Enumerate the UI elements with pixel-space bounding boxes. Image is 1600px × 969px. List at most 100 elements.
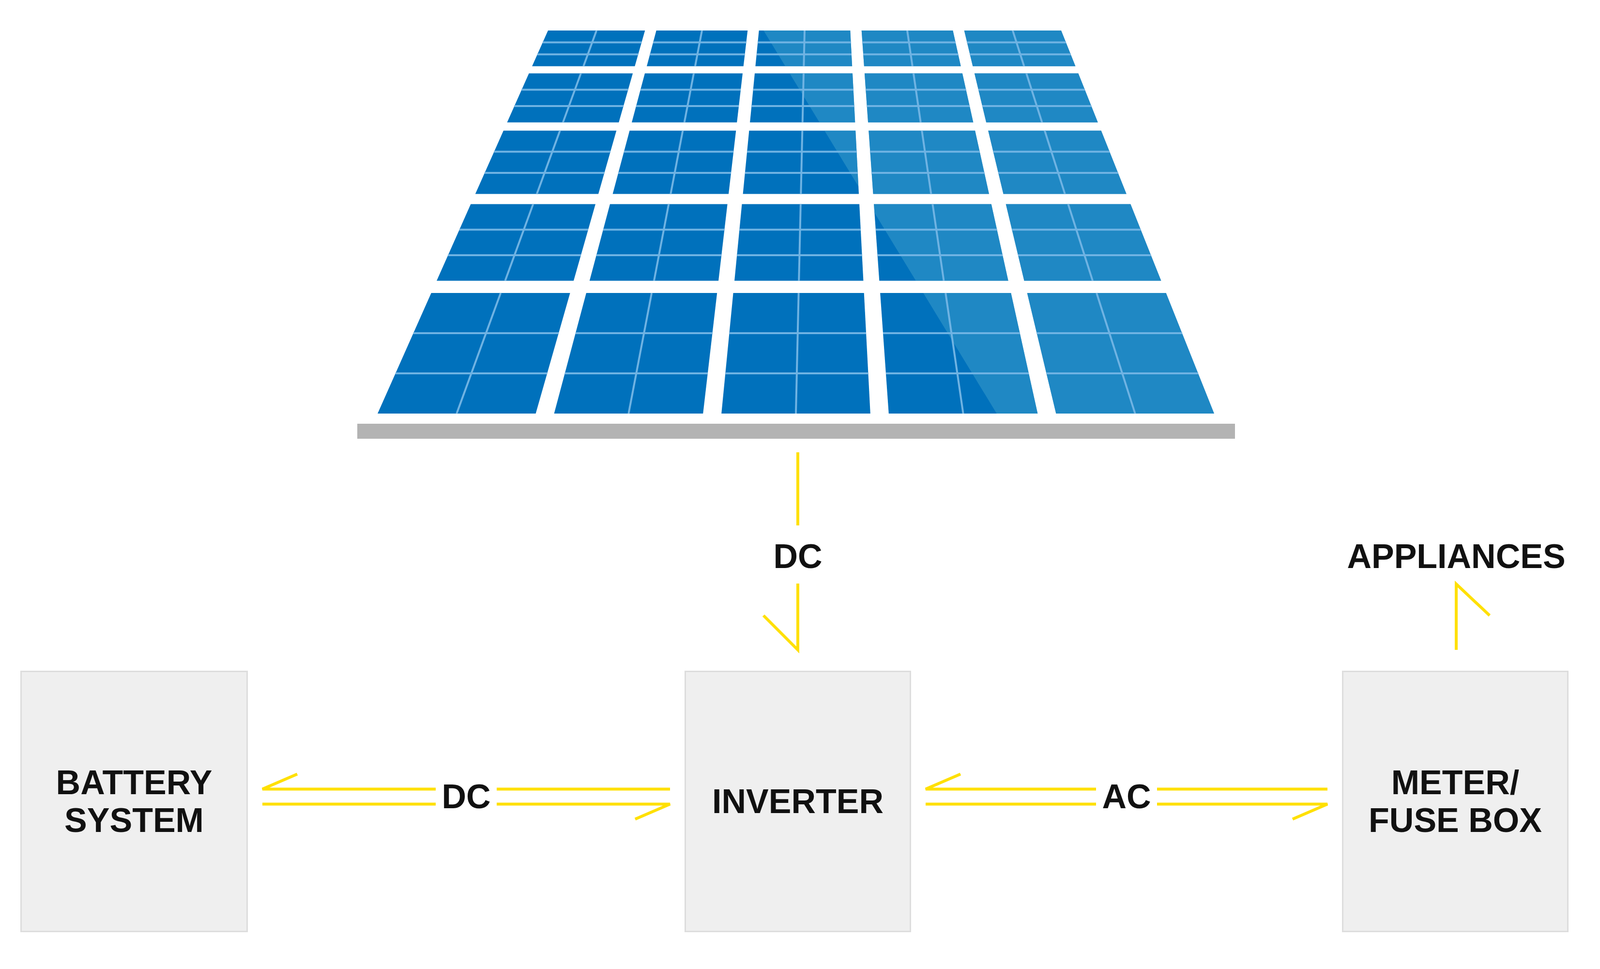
cell-gridline (757, 41, 851, 44)
flow-connector (925, 774, 1328, 820)
cell-gridline (800, 130, 803, 195)
solar-cell (554, 292, 718, 414)
cell-gridline (798, 204, 801, 281)
cell-gridline (583, 30, 597, 67)
cell-gridline (1067, 204, 1093, 281)
cell-gridline (998, 171, 1118, 174)
cell-gridline (1044, 130, 1066, 195)
cell-gridline (993, 150, 1110, 153)
cell-gridline (751, 105, 854, 107)
cell-gridline (650, 53, 746, 56)
panel-frame (357, 423, 1235, 439)
cell-gridline (1046, 372, 1199, 375)
meter-box: METER/ FUSE BOX (1341, 670, 1569, 932)
cell-gridline (802, 73, 804, 123)
cell-gridline (745, 171, 858, 174)
cell-gridline (514, 105, 624, 107)
solar-cell (532, 30, 645, 67)
box-label: INVERTER (712, 782, 884, 821)
cell-gridline (885, 372, 1029, 375)
solar-cell (734, 204, 864, 281)
cell-gridline (653, 41, 747, 44)
cell-gridline (982, 105, 1092, 107)
cell-gridline (447, 254, 581, 257)
flow-connector (262, 774, 671, 820)
cell-gridline (1018, 254, 1151, 257)
cell-gridline (640, 88, 741, 91)
cell-gridline (1026, 73, 1042, 123)
cell-gridline (536, 130, 561, 195)
cell-gridline (1011, 228, 1141, 231)
cell-gridline (413, 332, 559, 335)
cell-gridline (684, 73, 694, 123)
cell-gridline (921, 130, 931, 195)
cell-gridline (867, 105, 970, 107)
box-label: METER/ FUSE BOX (1358, 763, 1553, 840)
box-label: BATTERY SYSTEM (37, 763, 231, 840)
solar-cell (612, 130, 737, 195)
dc-arrow (763, 583, 798, 650)
cell-gridline (969, 53, 1071, 56)
solar-cell (589, 204, 728, 281)
cell-gridline (1012, 30, 1025, 67)
cell-gridline (877, 254, 1003, 257)
dc-wire (796, 452, 800, 526)
cell-gridline (575, 332, 713, 335)
panel-glare (763, 30, 1215, 414)
cell-gridline (869, 150, 980, 153)
solar-panel (377, 30, 1215, 414)
solar-cell (507, 73, 634, 123)
cell-gridline (753, 88, 854, 91)
cell-gridline (504, 204, 534, 281)
inverter-box: INVERTER (684, 670, 912, 932)
cell-gridline (978, 88, 1085, 91)
solar-cell (475, 130, 617, 195)
cell-gridline (945, 292, 963, 414)
battery-box: BATTERY SYSTEM (20, 670, 248, 932)
cell-gridline (484, 171, 605, 174)
cell-gridline (563, 73, 581, 123)
cell-gridline (883, 332, 1021, 335)
appliance-arrow (1456, 583, 1490, 650)
solar-cell (436, 204, 596, 281)
solar-cell (646, 30, 748, 67)
cell-gridline (628, 292, 652, 414)
cell-gridline (395, 372, 548, 375)
cell-gridline (494, 150, 611, 153)
cell-gridline (875, 228, 998, 231)
cell-gridline (618, 171, 732, 174)
solar-cell (631, 73, 743, 123)
cell-gridline (636, 105, 739, 107)
cell-gridline (456, 292, 501, 414)
solar-cell (377, 292, 571, 414)
cell-gridline (932, 204, 944, 281)
output-label: APPLIANCES (1340, 537, 1571, 576)
cell-gridline (795, 292, 799, 414)
cell-gridline (564, 372, 708, 375)
cell-gridline (542, 41, 642, 44)
cell-gridline (863, 53, 959, 56)
cell-gridline (746, 150, 857, 153)
cell-gridline (670, 130, 683, 195)
cell-gridline (736, 254, 862, 257)
edge-label: DC (435, 777, 497, 816)
cell-gridline (537, 53, 639, 56)
cell-gridline (803, 30, 805, 67)
cell-gridline (756, 53, 852, 56)
cell-gridline (521, 88, 629, 91)
cell-gridline (907, 30, 913, 67)
cell-gridline (596, 254, 722, 257)
cell-gridline (871, 171, 985, 174)
cell-gridline (695, 30, 702, 67)
edge-label: AC (1096, 777, 1157, 816)
cell-gridline (862, 41, 956, 44)
cell-gridline (603, 228, 725, 231)
cell-gridline (865, 88, 966, 91)
cell-gridline (913, 73, 921, 123)
cell-gridline (1036, 332, 1183, 335)
cell-gridline (729, 332, 867, 335)
cell-gridline (967, 41, 1067, 44)
cell-gridline (1096, 292, 1136, 414)
cell-gridline (725, 372, 869, 375)
solar-cell (721, 292, 871, 414)
